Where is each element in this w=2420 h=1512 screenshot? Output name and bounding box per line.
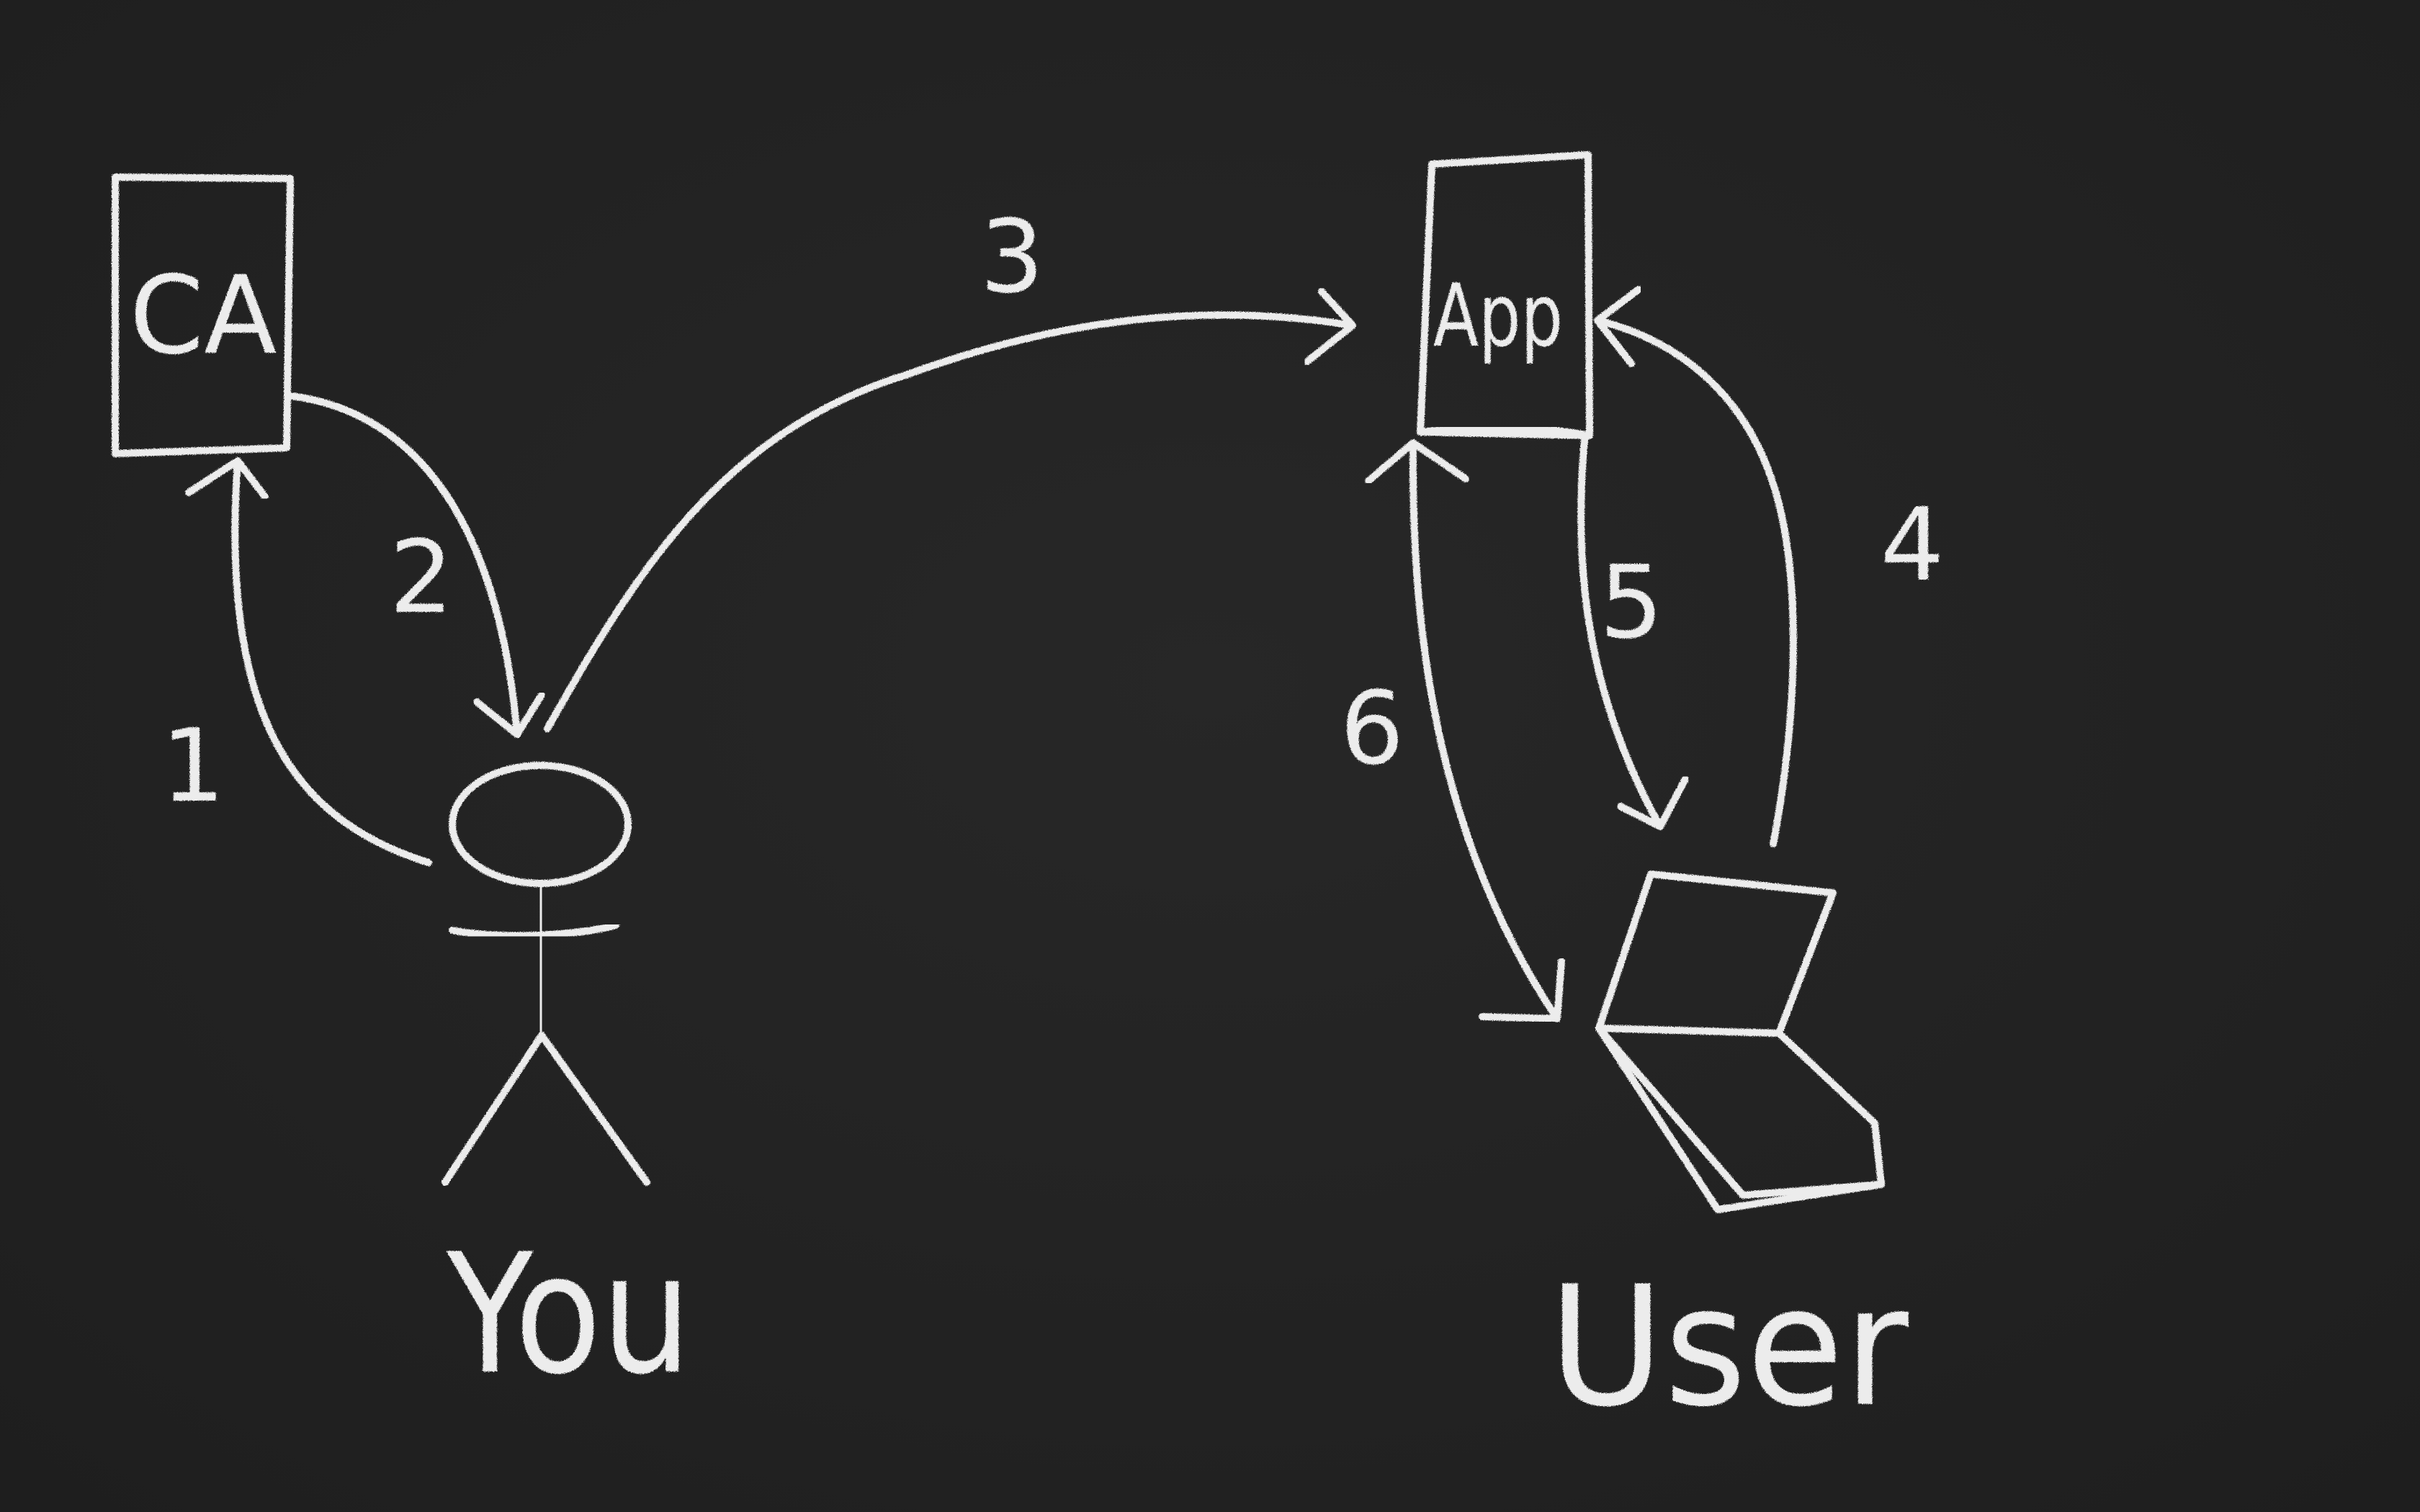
- laptop-icon: [1595, 870, 1885, 1213]
- step-5-label: 5: [1599, 544, 1663, 662]
- arrow-step-1: 1: [161, 457, 432, 866]
- arrow-step-6: 6: [1340, 439, 1565, 1022]
- arrow-step-5: 5: [1577, 436, 1689, 830]
- ca-box: [112, 174, 294, 457]
- step-4-label: 4: [1880, 487, 1944, 604]
- stick-figure-icon: [442, 762, 650, 1186]
- step-6-label: 6: [1340, 670, 1404, 788]
- you-node: You: [442, 762, 691, 1411]
- ca-node: CA: [112, 174, 294, 457]
- app-node: App: [1417, 151, 1593, 439]
- user-label: User: [1549, 1251, 1909, 1444]
- step-2-label: 2: [389, 519, 453, 636]
- app-box-divider: [1417, 423, 1593, 439]
- step-3-label: 3: [980, 199, 1044, 316]
- arrow-step-4: 4: [1594, 286, 1945, 847]
- arrow-step-3: 3: [544, 199, 1356, 732]
- user-node: User: [1549, 870, 1909, 1444]
- arrow-step-2: 2: [288, 392, 545, 738]
- ca-label: CA: [130, 253, 277, 379]
- app-label: App: [1433, 266, 1563, 366]
- you-label: You: [446, 1219, 691, 1411]
- step-1-label: 1: [161, 708, 225, 825]
